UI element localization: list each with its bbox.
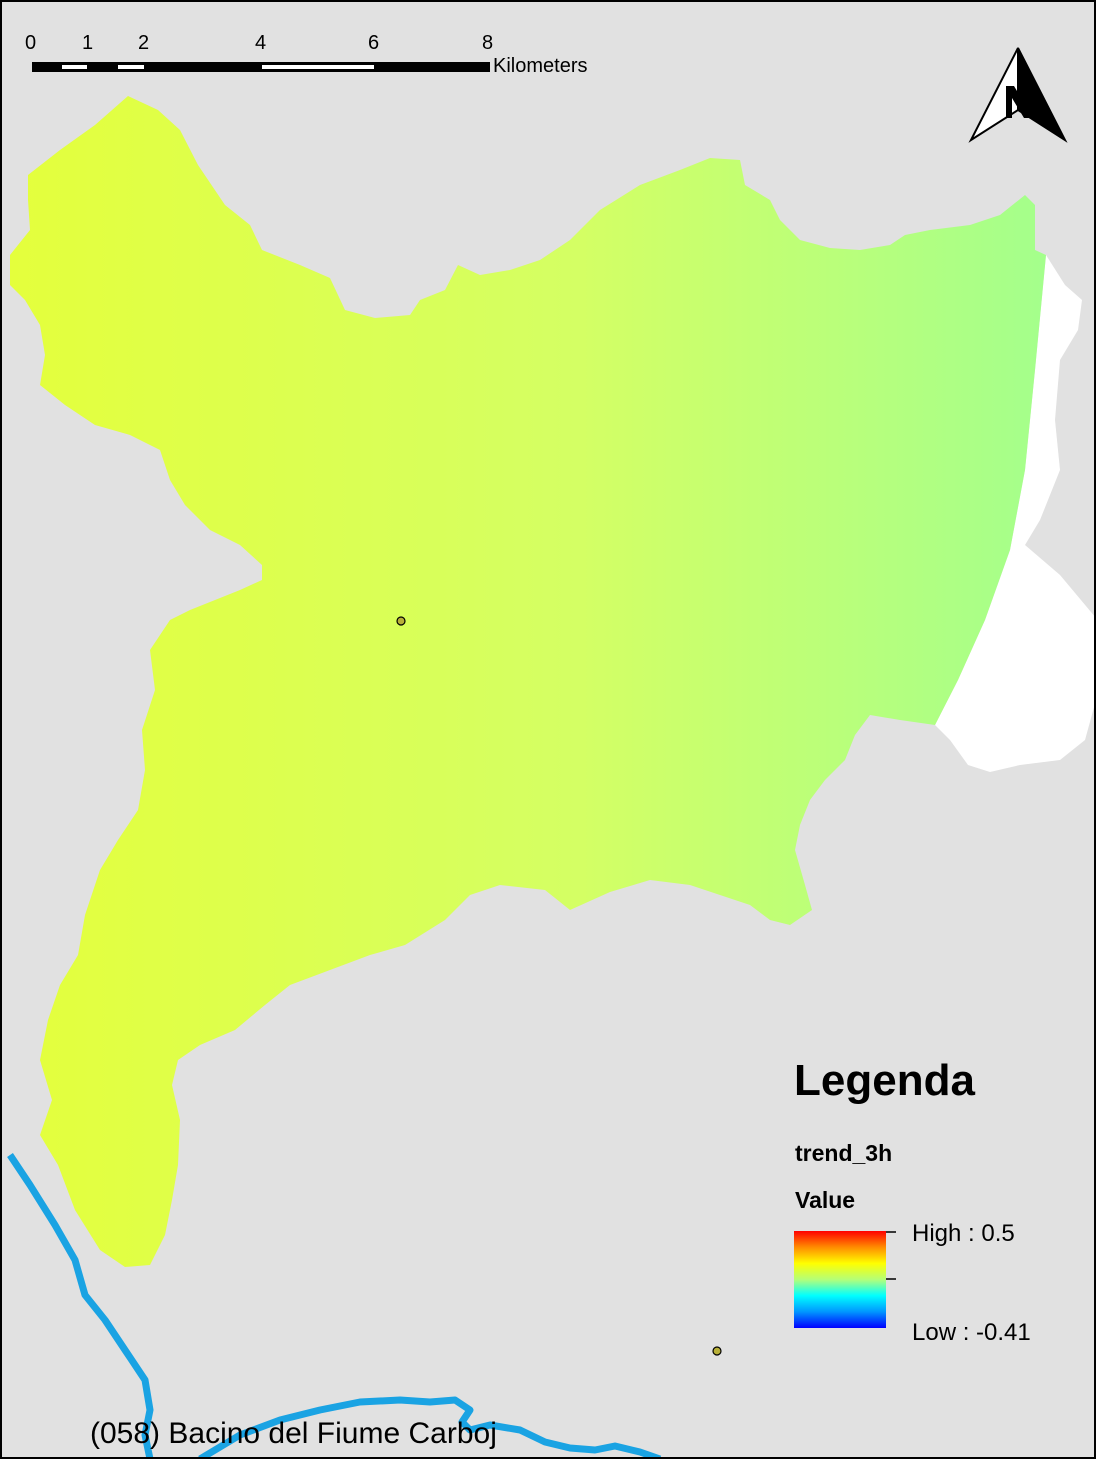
legend-title: Legenda xyxy=(794,1056,975,1105)
scale-tick-0: 0 xyxy=(25,32,37,54)
scale-units: Kilometers xyxy=(493,55,588,77)
scale-tick-4: 4 xyxy=(255,32,267,54)
scale-tick-6: 6 xyxy=(368,32,380,54)
river-south xyxy=(198,1396,662,1459)
scale-tick-2: 2 xyxy=(138,32,150,54)
scale-bar-segment xyxy=(118,65,144,69)
legend-high-label: High : 0.5 xyxy=(912,1220,1015,1247)
scale-tick-1: 1 xyxy=(82,32,94,54)
river-west xyxy=(7,1153,154,1459)
legend-layer-name: trend_3h xyxy=(795,1140,893,1166)
scale-bar xyxy=(32,62,490,72)
scale-bar-segment xyxy=(62,65,87,69)
basin-label: (058) Bacino del Fiume Carboj xyxy=(90,1417,497,1450)
station-point[interactable] xyxy=(712,1346,722,1356)
legend-color-ramp xyxy=(794,1231,886,1328)
north-arrow-icon xyxy=(968,47,1068,143)
basin-polygon[interactable] xyxy=(10,96,1046,1267)
scale-bar-segment xyxy=(262,65,374,69)
station-point[interactable] xyxy=(396,616,406,626)
white-area-east xyxy=(935,255,1096,772)
legend-low-label: Low : -0.41 xyxy=(912,1319,1031,1346)
scale-bar-outline xyxy=(32,62,490,72)
scale-tick-8: 8 xyxy=(482,32,494,54)
legend-field-name: Value xyxy=(795,1187,856,1213)
